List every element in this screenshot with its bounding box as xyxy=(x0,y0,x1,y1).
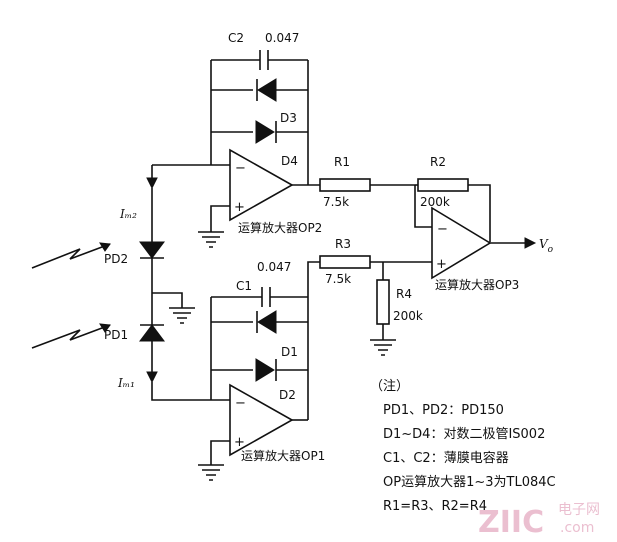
op3-amplifier xyxy=(431,206,537,280)
op1-minus-sign: − xyxy=(235,396,246,411)
r2-resistor-icon xyxy=(417,178,469,192)
r4-value: 200k xyxy=(393,309,423,323)
notes-line-1: PD1、PD2：PD150 xyxy=(383,403,504,418)
current-arrow-upper-icon xyxy=(146,177,158,190)
d4-diode-icon xyxy=(255,120,275,144)
r3-label: R3 xyxy=(335,237,351,251)
notes-title: （注） xyxy=(370,379,409,394)
d1-diode-icon xyxy=(257,310,277,334)
r4-resistor-icon xyxy=(376,279,390,325)
pd-ground-icon xyxy=(169,307,195,324)
r2-label: R2 xyxy=(430,155,446,169)
c1-label: C1 xyxy=(236,279,252,293)
r3-value: 7.5k xyxy=(325,272,351,286)
r1-resistor-icon xyxy=(319,178,371,192)
op2-ground-icon xyxy=(198,231,224,248)
output-arrow-icon xyxy=(524,237,537,249)
op2-amplifier xyxy=(198,148,320,248)
d1-label: D1 xyxy=(281,345,298,359)
op1-label: 运算放大器OP1 xyxy=(241,448,325,463)
op2-minus-sign: − xyxy=(235,161,246,176)
site-watermark: ZIIC 电子网 .com xyxy=(478,502,600,540)
d2-diode-icon xyxy=(255,358,275,382)
c2-value: 0.047 xyxy=(265,31,299,45)
resistor-network xyxy=(319,178,491,356)
pd2-diode-icon xyxy=(139,241,165,259)
photodiode-string xyxy=(139,164,211,401)
pd2-current-label: Iₘ₂ xyxy=(119,207,137,221)
r4-ground-icon xyxy=(370,339,396,356)
op2-label: 运算放大器OP2 xyxy=(238,220,322,235)
notes-line-2: D1~D4：对数二极管IS002 xyxy=(383,427,545,442)
op3-label: 运算放大器OP3 xyxy=(435,277,519,292)
watermark-logo: ZIIC xyxy=(478,505,544,540)
op2-plus-sign: + xyxy=(234,200,245,215)
r3-resistor-icon xyxy=(319,255,371,269)
pd1-diode-icon xyxy=(139,324,165,342)
pd1-label: PD1 xyxy=(104,328,128,342)
pd2-label: PD2 xyxy=(104,252,128,266)
op1-ground-icon xyxy=(198,464,224,481)
current-arrow-lower-icon xyxy=(146,371,158,384)
op2-feedback-network xyxy=(210,50,309,185)
notes-line-5: R1=R3、R2=R4 xyxy=(383,499,487,514)
c1-value: 0.047 xyxy=(257,260,291,274)
c2-label: C2 xyxy=(228,31,244,45)
d3-label: D3 xyxy=(280,111,297,125)
watermark-site-url: .com xyxy=(560,520,594,536)
op1-feedback-network xyxy=(210,261,320,420)
notes-block: （注） PD1、PD2：PD150 D1~D4：对数二极管IS002 C1、C2… xyxy=(370,379,556,514)
op1-plus-sign: + xyxy=(234,435,245,450)
light-arrow-pd2-icon xyxy=(31,242,111,269)
r1-label: R1 xyxy=(334,155,350,169)
op3-minus-sign: − xyxy=(437,222,448,237)
op3-plus-sign: + xyxy=(436,257,447,272)
r2-value: 200k xyxy=(420,195,450,209)
pd1-current-label: Iₘ₁ xyxy=(117,376,135,390)
d4-label: D4 xyxy=(281,154,298,168)
light-arrow-pd1-icon xyxy=(31,323,111,349)
op1-amplifier xyxy=(198,383,308,481)
watermark-site-cn: 电子网 xyxy=(558,502,600,518)
r4-label: R4 xyxy=(396,287,412,301)
d2-label: D2 xyxy=(279,388,296,402)
output-label: Vo xyxy=(539,237,554,255)
d3-diode-icon xyxy=(257,78,277,102)
r1-value: 7.5k xyxy=(323,195,349,209)
notes-line-3: C1、C2：薄膜电容器 xyxy=(383,450,509,466)
notes-line-4: OP运算放大器1~3为TL084C xyxy=(383,475,556,490)
